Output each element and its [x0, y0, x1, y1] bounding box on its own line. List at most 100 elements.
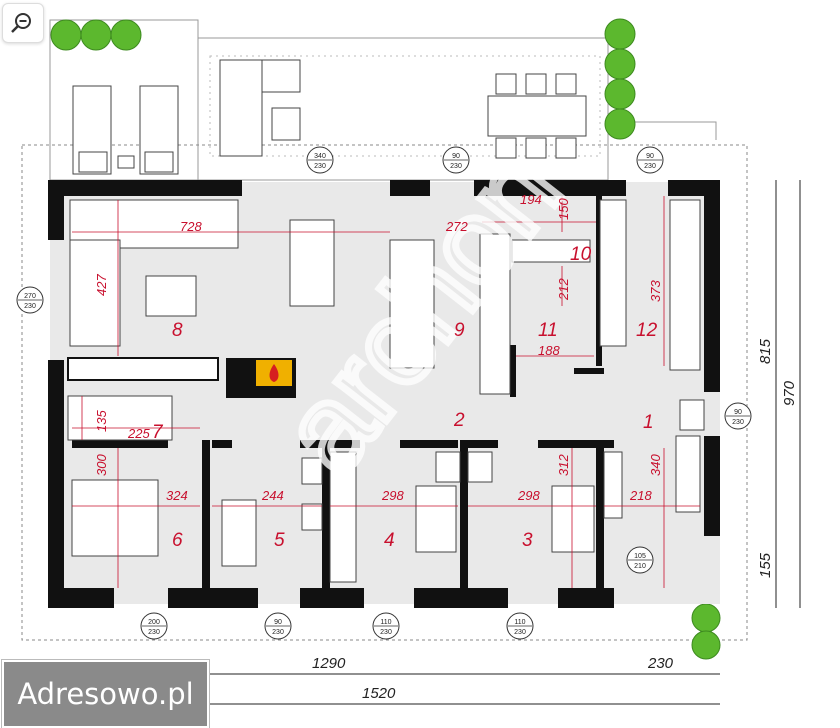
dimension-label: 298 — [381, 488, 404, 503]
svg-text:110: 110 — [380, 619, 391, 626]
tree — [50, 19, 82, 51]
opening-tag: 90 230 — [264, 612, 292, 640]
svg-text:230: 230 — [450, 163, 462, 170]
bed — [71, 479, 159, 557]
opening-tag: 105 210 — [626, 546, 654, 574]
tree — [604, 108, 636, 140]
washbasin — [301, 503, 323, 531]
site-logo[interactable]: Adresowo.pl — [2, 660, 209, 728]
kitchen-island — [389, 239, 435, 369]
dimension-labels: 728 427 272 194 150 212 373 188 135 225 … — [94, 192, 663, 503]
dimension-label: 324 — [166, 488, 188, 503]
right-terrace-edge — [608, 121, 717, 140]
wardrobe — [599, 199, 627, 347]
opening-tag: 110 230 — [506, 612, 534, 640]
svg-text:230: 230 — [644, 163, 656, 170]
room-number: 9 — [454, 320, 465, 341]
wardrobe — [329, 451, 357, 583]
dimension-label: 312 — [556, 454, 571, 476]
washbasin — [679, 399, 705, 431]
room-number: 8 — [172, 320, 183, 341]
tree — [691, 603, 721, 633]
chair — [495, 73, 517, 95]
tree — [604, 18, 636, 50]
svg-text:230: 230 — [732, 419, 744, 426]
overall-height-label: 970 — [781, 380, 798, 406]
svg-text:90: 90 — [274, 619, 282, 626]
bathtub — [221, 499, 257, 567]
opening-tag: 110 230 — [372, 612, 400, 640]
svg-text:110: 110 — [514, 619, 525, 626]
wardrobe — [675, 435, 701, 513]
stairs — [67, 395, 173, 441]
overall-dimension-labels: 1290 230 1520 815 970 155 — [312, 338, 798, 702]
opening-tag: 90 230 — [442, 146, 470, 174]
zoom-out-button[interactable] — [2, 3, 44, 43]
dimension-lines — [72, 196, 700, 588]
opening-tags: 340 230 90 230 90 230 270 230 90 230 — [16, 146, 752, 640]
opening-tag: 200 230 — [140, 612, 168, 640]
roof-outline — [21, 144, 748, 641]
side-table — [117, 155, 135, 169]
svg-text:90: 90 — [452, 153, 460, 160]
interior-furniture — [67, 199, 705, 583]
fire-icon — [269, 364, 279, 382]
dimension-label: 340 — [648, 454, 663, 476]
sun-lounger-back — [78, 151, 108, 173]
sofa — [69, 239, 121, 347]
svg-text:230: 230 — [24, 303, 36, 310]
tree — [604, 78, 636, 110]
wardrobe — [435, 451, 461, 483]
svg-text:105: 105 — [634, 553, 646, 560]
tree — [110, 19, 142, 51]
overall-width-label: 1520 — [362, 685, 396, 702]
overall-width-label: 1290 — [312, 655, 346, 672]
magnifier-minus-icon — [11, 13, 31, 33]
dimension-label: 225 — [127, 426, 150, 441]
dimension-label: 188 — [538, 343, 560, 358]
svg-text:230: 230 — [272, 629, 284, 636]
room-number: 7 — [152, 422, 164, 443]
wardrobe — [467, 451, 493, 483]
dimension-label: 212 — [556, 278, 571, 301]
chair — [525, 137, 547, 159]
room-number: 5 — [274, 530, 285, 551]
room-numbers: 1 2 3 4 5 6 7 8 9 10 11 12 — [152, 244, 658, 551]
washbasin — [301, 457, 323, 485]
chair — [555, 137, 577, 159]
dimension-label: 272 — [445, 219, 468, 234]
room-number: 6 — [172, 530, 183, 551]
svg-text:230: 230 — [514, 629, 526, 636]
tree — [604, 48, 636, 80]
chair — [555, 73, 577, 95]
outdoor-sofa — [261, 59, 301, 93]
svg-text:90: 90 — [646, 153, 654, 160]
dimension-label: 728 — [180, 219, 202, 234]
trees — [50, 18, 721, 660]
room-number: 4 — [384, 530, 395, 551]
dimension-label: 194 — [520, 192, 542, 207]
opening-tag: 90 230 — [724, 402, 752, 430]
dimension-label: 298 — [517, 488, 540, 503]
svg-text:210: 210 — [634, 563, 646, 570]
opening-tag: 90 230 — [636, 146, 664, 174]
dining-table-outdoor — [487, 95, 587, 137]
room-number: 11 — [538, 320, 558, 341]
dimension-label: 300 — [94, 454, 109, 476]
boiler-room-equipment — [669, 199, 701, 371]
dimension-label: 218 — [629, 488, 652, 503]
room-number: 10 — [570, 244, 592, 265]
svg-text:270: 270 — [24, 293, 36, 300]
opening-tag: 340 230 — [306, 146, 334, 174]
dimension-label: 150 — [556, 198, 571, 220]
room-number: 12 — [636, 320, 658, 341]
tree — [80, 19, 112, 51]
room-number: 1 — [643, 412, 654, 433]
svg-text:90: 90 — [734, 409, 742, 416]
dimension-label: 244 — [261, 488, 284, 503]
chair — [495, 137, 517, 159]
dimension-label: 135 — [94, 410, 109, 432]
svg-text:200: 200 — [148, 619, 160, 626]
svg-text:230: 230 — [314, 163, 326, 170]
